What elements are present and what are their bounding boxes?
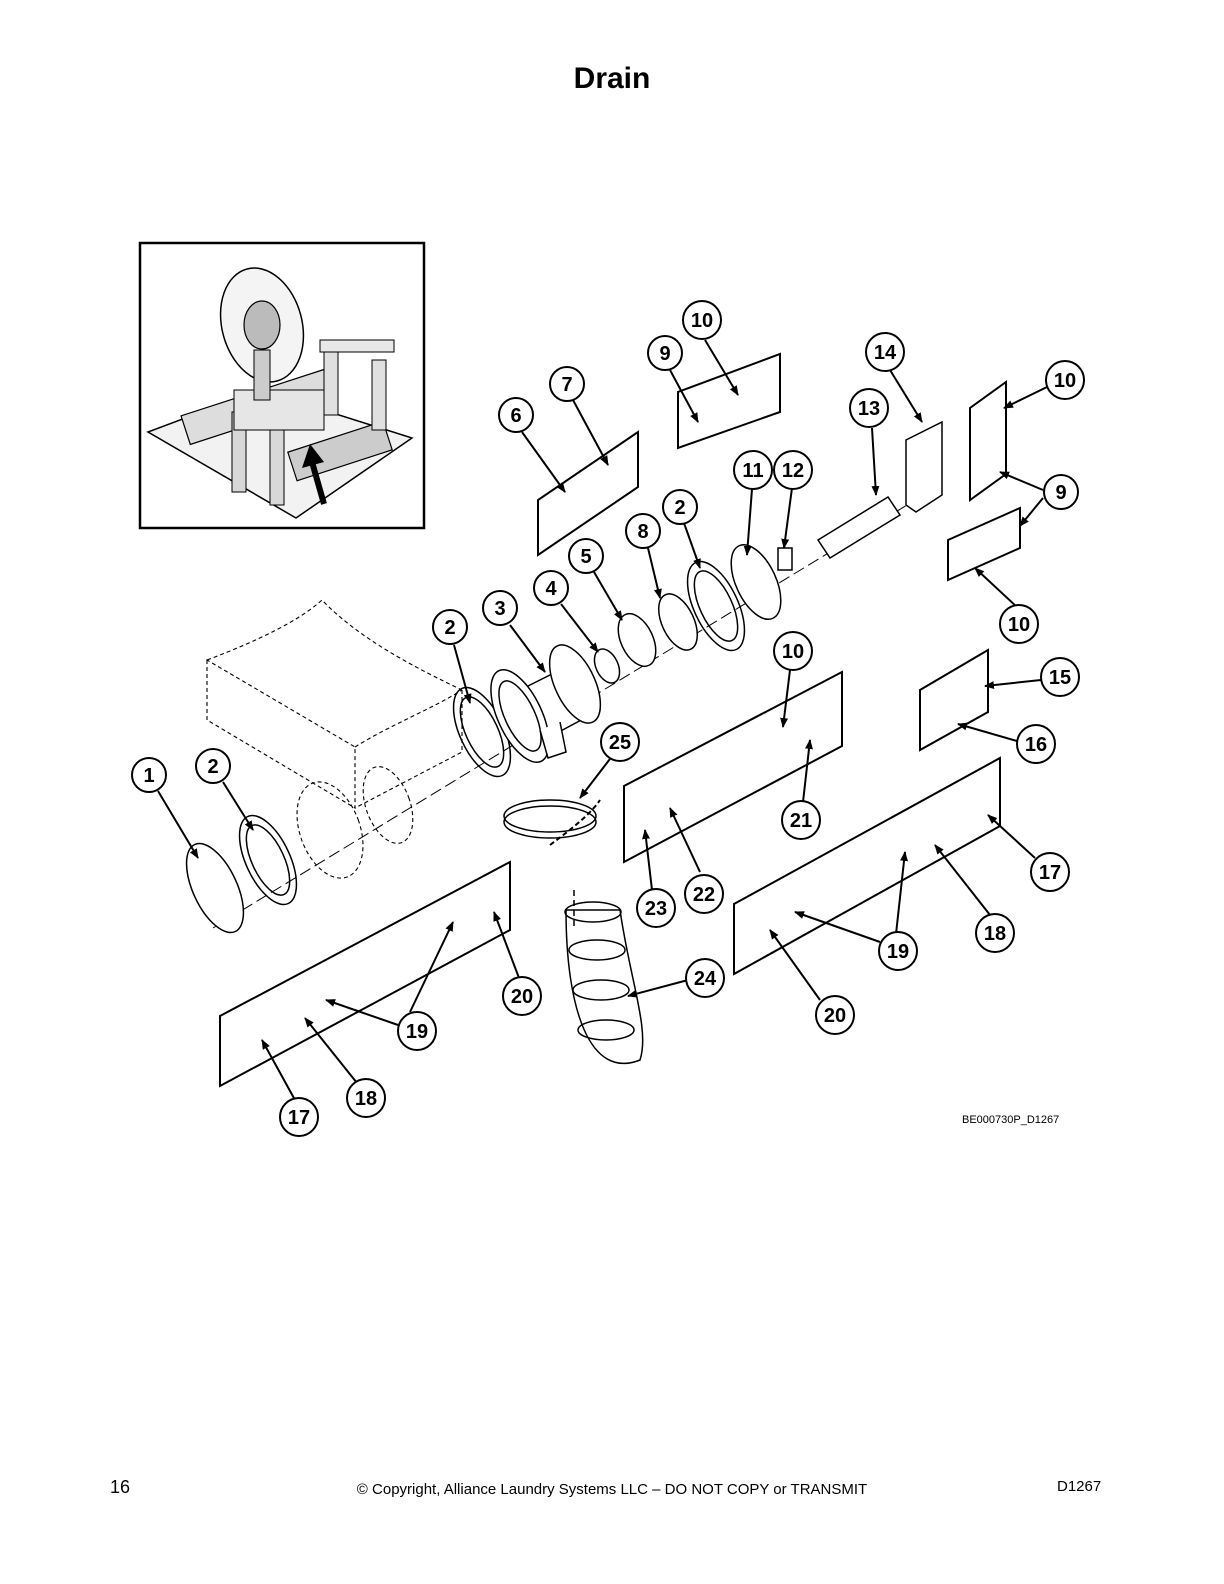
callout-22: 22 bbox=[684, 874, 724, 914]
callout-19a: 19 bbox=[878, 931, 918, 971]
callout-11: 11 bbox=[733, 450, 773, 490]
callout-13: 13 bbox=[849, 388, 889, 428]
callout-8: 8 bbox=[625, 513, 661, 549]
callout-2b: 2 bbox=[432, 609, 468, 645]
callout-21: 21 bbox=[781, 800, 821, 840]
callout-10c: 10 bbox=[999, 604, 1039, 644]
svg-text:12: 12 bbox=[782, 460, 804, 482]
callout-5: 5 bbox=[568, 538, 604, 574]
page-title: Drain bbox=[573, 62, 651, 95]
retaining-rings bbox=[593, 544, 793, 684]
svg-text:2: 2 bbox=[207, 756, 218, 778]
figure-code: BE000730P_D1267 bbox=[962, 1114, 1060, 1126]
svg-text:23: 23 bbox=[645, 898, 667, 920]
leader-lines bbox=[157, 339, 1048, 1101]
svg-text:14: 14 bbox=[874, 342, 897, 364]
callout-18b: 18 bbox=[346, 1078, 386, 1118]
svg-text:18: 18 bbox=[984, 923, 1006, 945]
callout-9b: 9 bbox=[1043, 474, 1079, 510]
svg-text:21: 21 bbox=[790, 810, 812, 832]
drain-tee bbox=[490, 644, 602, 764]
callout-19b: 19 bbox=[397, 1011, 437, 1051]
svg-text:2: 2 bbox=[444, 617, 455, 639]
svg-text:9: 9 bbox=[659, 343, 670, 365]
document-code: D1267 bbox=[1057, 1478, 1102, 1495]
callout-3: 3 bbox=[482, 590, 518, 626]
hub-housing bbox=[206, 599, 463, 879]
svg-text:16: 16 bbox=[1025, 734, 1047, 756]
svg-text:10: 10 bbox=[1008, 614, 1030, 636]
svg-text:18: 18 bbox=[355, 1088, 377, 1110]
svg-text:9: 9 bbox=[1055, 482, 1066, 504]
svg-text:2: 2 bbox=[674, 497, 685, 519]
svg-text:5: 5 bbox=[580, 546, 591, 568]
svg-text:17: 17 bbox=[288, 1107, 310, 1129]
callout-9a: 9 bbox=[647, 335, 683, 371]
svg-text:25: 25 bbox=[609, 732, 631, 754]
callout-17b: 17 bbox=[279, 1097, 319, 1137]
cover-plate bbox=[185, 842, 245, 934]
page-number: 16 bbox=[110, 1477, 131, 1497]
callout-25: 25 bbox=[600, 722, 640, 762]
svg-text:20: 20 bbox=[511, 986, 533, 1008]
callout-10d: 10 bbox=[773, 631, 813, 671]
callout-17a: 17 bbox=[1030, 852, 1070, 892]
hardware-callout-boxes bbox=[219, 352, 1021, 1088]
inset-locator-view bbox=[138, 241, 426, 530]
svg-text:1: 1 bbox=[143, 765, 154, 787]
callout-20a: 20 bbox=[815, 995, 855, 1035]
svg-text:10: 10 bbox=[782, 641, 804, 663]
svg-text:3: 3 bbox=[494, 598, 505, 620]
svg-text:11: 11 bbox=[742, 460, 763, 482]
callout-15: 15 bbox=[1040, 657, 1080, 697]
svg-text:20: 20 bbox=[824, 1005, 846, 1027]
svg-text:7: 7 bbox=[561, 374, 572, 396]
svg-text:19: 19 bbox=[406, 1021, 428, 1043]
svg-text:24: 24 bbox=[694, 968, 717, 990]
callout-10b: 10 bbox=[1045, 360, 1085, 400]
hose-clamp-and-hose bbox=[503, 799, 644, 1065]
svg-text:22: 22 bbox=[693, 884, 715, 906]
copyright-notice: © Copyright, Alliance Laundry Systems LL… bbox=[356, 1481, 868, 1498]
callout-16: 16 bbox=[1016, 724, 1056, 764]
callout-2a: 2 bbox=[195, 748, 231, 784]
svg-text:6: 6 bbox=[510, 405, 521, 427]
callout-2c: 2 bbox=[662, 489, 698, 525]
callout-6: 6 bbox=[498, 397, 534, 433]
svg-text:10: 10 bbox=[691, 310, 713, 332]
callout-7: 7 bbox=[549, 366, 585, 402]
callout-20b: 20 bbox=[502, 976, 542, 1016]
callout-14: 14 bbox=[865, 332, 905, 372]
callout-23: 23 bbox=[636, 888, 676, 928]
svg-text:10: 10 bbox=[1054, 370, 1076, 392]
svg-text:8: 8 bbox=[637, 521, 648, 543]
svg-text:13: 13 bbox=[858, 398, 880, 420]
svg-text:17: 17 bbox=[1039, 862, 1061, 884]
svg-text:15: 15 bbox=[1049, 667, 1071, 689]
svg-text:19: 19 bbox=[887, 941, 909, 963]
callout-1: 1 bbox=[131, 757, 167, 793]
callout-4: 4 bbox=[533, 570, 569, 606]
callout-18a: 18 bbox=[975, 913, 1015, 953]
callout-12: 12 bbox=[773, 450, 813, 490]
actuator-bracket bbox=[816, 420, 943, 560]
svg-text:4: 4 bbox=[545, 578, 557, 600]
callout-10a: 10 bbox=[682, 300, 722, 340]
callout-24: 24 bbox=[685, 958, 725, 998]
